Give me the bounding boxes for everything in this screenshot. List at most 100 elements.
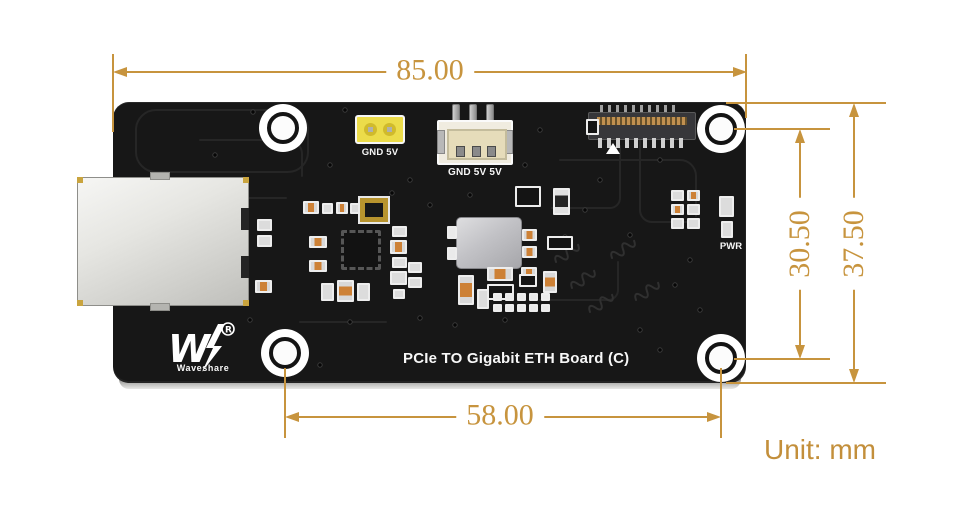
smd-component <box>721 221 733 238</box>
pad-pin <box>364 123 377 136</box>
dim-ext-line <box>726 102 886 104</box>
smd-component <box>447 226 457 239</box>
smd-component <box>522 229 537 241</box>
jst-contact <box>456 146 465 157</box>
arrowhead-up-icon <box>849 103 859 117</box>
smd-component <box>458 275 474 305</box>
jst-label: GND 5V 5V <box>447 167 503 178</box>
smd-component <box>529 304 538 312</box>
gold-corner <box>243 300 249 306</box>
smd-component <box>336 202 348 214</box>
rj45-ethernet-connector <box>77 172 249 311</box>
dim-ext-line <box>720 368 722 438</box>
smd-component <box>517 304 526 312</box>
smd-component <box>350 203 360 214</box>
smd-component <box>321 283 334 301</box>
smd-component <box>515 186 541 207</box>
smd-component <box>255 280 272 293</box>
smd-component <box>719 196 734 217</box>
arrowhead-left-icon <box>285 412 299 422</box>
smd-component <box>541 304 550 312</box>
shield-notch <box>241 256 249 278</box>
hole-bore <box>267 112 299 144</box>
smd-component <box>257 235 272 247</box>
dim-label-total-height: 37.50 <box>837 198 871 290</box>
smd-component <box>547 236 573 250</box>
dim-ext-line <box>745 54 747 118</box>
arrowhead-down-icon <box>795 345 805 359</box>
dim-ext-line <box>284 368 286 438</box>
smd-component <box>671 218 684 229</box>
smd-component <box>487 267 513 281</box>
mounting-hole-top-left <box>259 104 307 152</box>
dim-label-hole-width: 58.00 <box>456 398 544 433</box>
arrowhead-right-icon <box>733 67 747 77</box>
smd-component <box>519 274 537 287</box>
board-side-edge <box>119 379 741 389</box>
jst-power-connector <box>437 120 513 165</box>
smd-component <box>337 280 354 302</box>
jst-tab <box>437 130 445 154</box>
ffc-gold-contacts <box>597 117 687 125</box>
mounting-hole-bottom-left <box>261 329 309 377</box>
arrowhead-up-icon <box>795 129 805 143</box>
brand-name: Waveshare <box>176 363 230 373</box>
smd-component <box>541 293 550 301</box>
smd-component <box>303 201 319 214</box>
smd-component <box>671 204 684 215</box>
board-title: PCIe TO Gigabit ETH Board (C) <box>403 350 630 367</box>
ffc-pcie-connector <box>588 112 696 140</box>
smd-component <box>543 271 557 293</box>
smd-component <box>553 188 570 215</box>
smd-component <box>529 293 538 301</box>
smd-component <box>505 304 514 312</box>
ethernet-controller-ic <box>341 230 381 270</box>
shield-notch <box>241 208 249 230</box>
svg-text:R: R <box>225 326 232 336</box>
power-pads-connector <box>355 115 405 144</box>
smd-component <box>687 218 700 229</box>
smd-component <box>390 271 407 285</box>
smd-component <box>517 293 526 301</box>
unit-label: Unit: mm <box>764 434 876 465</box>
jst-contact <box>472 146 481 157</box>
pin1-triangle-icon <box>606 143 620 154</box>
gold-corner <box>77 177 83 183</box>
smd-component <box>309 260 327 272</box>
jst-contact <box>487 146 496 157</box>
hole-bore <box>705 113 737 145</box>
smd-component <box>390 240 407 254</box>
smd-component <box>671 190 684 201</box>
power-pads-label: GND 5V <box>361 147 399 158</box>
ffc-top-pins <box>600 105 680 114</box>
smd-component <box>393 289 405 299</box>
smd-component <box>408 277 422 288</box>
gold-corner <box>77 300 83 306</box>
arrowhead-left-icon <box>113 67 127 77</box>
smd-component <box>392 226 407 237</box>
shield-tab <box>150 172 170 180</box>
waveshare-logo-icon: W R <box>168 322 235 372</box>
power-inductor <box>456 217 522 269</box>
smd-component <box>447 247 457 260</box>
shield-tab <box>150 303 170 311</box>
hole-bore <box>269 337 301 369</box>
smd-component <box>687 204 700 215</box>
dim-ext-line <box>726 382 886 384</box>
smd-component <box>505 293 514 301</box>
smd-component <box>357 283 370 301</box>
svg-text:W: W <box>168 327 212 371</box>
smd-component <box>408 262 422 273</box>
smd-component <box>586 119 599 135</box>
gold-corner <box>243 177 249 183</box>
ffc-solder-pads <box>598 138 686 148</box>
dim-ext-line <box>734 358 830 360</box>
dim-ext-line <box>112 54 114 132</box>
smd-component <box>257 219 272 231</box>
crystal-oscillator <box>358 196 390 224</box>
dim-label-hole-height: 30.50 <box>783 198 817 290</box>
smd-component <box>309 236 327 248</box>
dim-label-total-width: 85.00 <box>386 53 474 88</box>
smd-component <box>493 293 502 301</box>
